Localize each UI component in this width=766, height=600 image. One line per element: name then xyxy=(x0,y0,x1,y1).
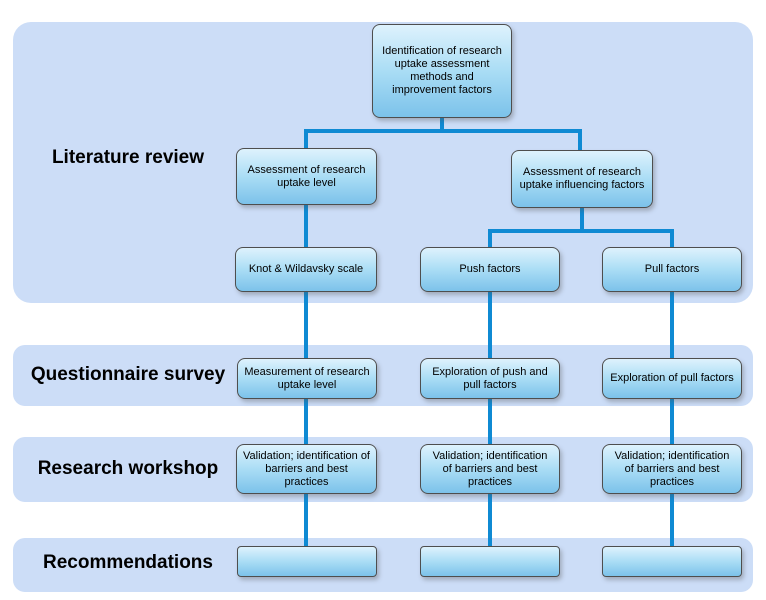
connector-col1-measurement-to-validation xyxy=(304,397,308,445)
connector-col3-validation-to-recommendation xyxy=(670,493,674,547)
connector-split2-push-down xyxy=(488,229,492,247)
node-identification-root: Identification of research uptake assess… xyxy=(372,24,512,118)
node-recommendation-col3-empty xyxy=(602,546,742,577)
row-label-questionnaire-survey: Questionnaire survey xyxy=(30,364,226,385)
connector-level-to-knot xyxy=(304,204,308,247)
connector-split1-right-down xyxy=(578,129,582,150)
connector-col1-knot-to-measurement xyxy=(304,291,308,358)
row-label-recommendations: Recommendations xyxy=(43,552,213,573)
row-label-research-workshop: Research workshop xyxy=(37,458,219,479)
node-assessment-influencing-factors: Assessment of research uptake influencin… xyxy=(511,150,653,208)
connector-col2-validation-to-recommendation xyxy=(488,493,492,547)
connector-col2-push-to-exploration xyxy=(488,291,492,358)
connector-split1-left-down xyxy=(304,129,308,148)
node-validation-col3: Validation; identification of barriers a… xyxy=(602,444,742,494)
connector-col3-exploration-to-validation xyxy=(670,397,674,445)
node-validation-col1: Validation; identification of barriers a… xyxy=(236,444,377,494)
connector-split2-pull-down xyxy=(670,229,674,247)
node-knot-wildavsky-scale: Knot & Wildavsky scale xyxy=(235,247,377,292)
connector-split1-horizontal xyxy=(304,129,582,133)
node-recommendation-col1-empty xyxy=(237,546,377,577)
node-exploration-push-and-pull: Exploration of push and pull factors xyxy=(420,358,560,399)
connector-col1-validation-to-recommendation xyxy=(304,493,308,547)
node-exploration-pull: Exploration of pull factors xyxy=(602,358,742,399)
node-push-factors: Push factors xyxy=(420,247,560,292)
connector-influencing-down xyxy=(580,207,584,233)
node-pull-factors: Pull factors xyxy=(602,247,742,292)
row-label-literature-review: Literature review xyxy=(51,147,205,168)
node-measurement-uptake-level: Measurement of research uptake level xyxy=(237,358,377,399)
node-validation-col2: Validation; identification of barriers a… xyxy=(420,444,560,494)
connector-col3-pull-to-exploration xyxy=(670,291,674,358)
node-assessment-uptake-level: Assessment of research uptake level xyxy=(236,148,377,205)
connector-split2-horizontal xyxy=(488,229,674,233)
connector-col2-exploration-to-validation xyxy=(488,397,492,445)
node-recommendation-col2-empty xyxy=(420,546,560,577)
connector-root-down xyxy=(440,116,444,133)
